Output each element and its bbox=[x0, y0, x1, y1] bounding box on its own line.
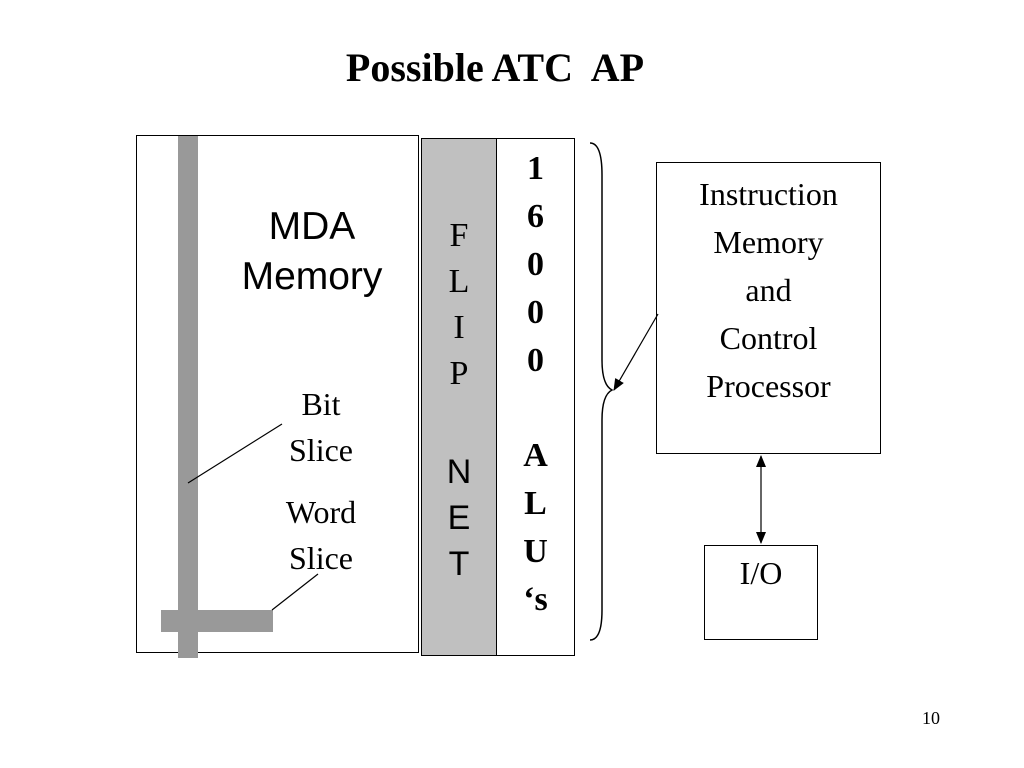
slide-title: Possible ATC AP bbox=[345, 45, 645, 90]
alu-letter: L bbox=[524, 485, 547, 522]
alu-box bbox=[496, 138, 575, 656]
net-letter: E bbox=[447, 499, 471, 537]
bit-slice-line: Slice bbox=[289, 432, 353, 468]
alu-digit: 0 bbox=[527, 342, 544, 379]
control-arrow bbox=[613, 313, 659, 391]
word-slice-label: Word Slice bbox=[266, 489, 376, 581]
net-letters: N E T bbox=[421, 449, 497, 587]
icp-line: Processor bbox=[706, 368, 831, 404]
flip-letter: L bbox=[448, 263, 470, 300]
bit-slice-label: Bit Slice bbox=[266, 381, 376, 473]
icp-line: Instruction bbox=[699, 176, 838, 212]
mda-label-line: Memory bbox=[241, 255, 383, 298]
io-label: I/O bbox=[739, 555, 783, 591]
mda-memory-label: MDA Memory bbox=[222, 202, 402, 302]
page-number: 10 bbox=[922, 708, 940, 728]
alu-digit: 6 bbox=[527, 198, 544, 235]
mda-label-line: MDA bbox=[268, 205, 356, 248]
icp-line: and bbox=[745, 272, 792, 308]
io-box bbox=[704, 545, 818, 640]
alu-label: A L U ‘s bbox=[496, 432, 575, 624]
alu-count: 1 6 0 0 0 bbox=[496, 145, 575, 385]
word-slice-leader bbox=[271, 573, 319, 611]
icp-line: Memory bbox=[713, 224, 824, 260]
net-letter: T bbox=[448, 545, 470, 583]
bit-slice-bar bbox=[178, 136, 198, 658]
word-slice-line: Word bbox=[285, 494, 357, 530]
net-letter: N bbox=[446, 453, 472, 491]
flip-net-box bbox=[421, 138, 497, 656]
alu-digit: 0 bbox=[527, 246, 544, 283]
bit-slice-line: Bit bbox=[301, 386, 341, 422]
instruction-memory-label: Instruction Memory and Control Processor bbox=[656, 170, 881, 410]
icp-line: Control bbox=[719, 320, 818, 356]
flip-letter: P bbox=[449, 355, 469, 392]
flip-letter: F bbox=[449, 217, 469, 254]
alu-digit: 1 bbox=[527, 150, 544, 187]
alu-letter: U bbox=[523, 533, 548, 570]
alu-letter: A bbox=[523, 437, 548, 474]
alu-letter: ‘s bbox=[523, 581, 548, 618]
instruction-memory-box bbox=[656, 162, 881, 454]
alu-brace bbox=[589, 142, 614, 641]
word-slice-bar bbox=[161, 610, 273, 632]
bit-slice-leader bbox=[187, 423, 283, 484]
alu-digit: 0 bbox=[527, 294, 544, 331]
word-slice-line: Slice bbox=[289, 540, 353, 576]
flip-letters: F L I P bbox=[421, 213, 497, 397]
flip-letter: I bbox=[453, 309, 465, 346]
